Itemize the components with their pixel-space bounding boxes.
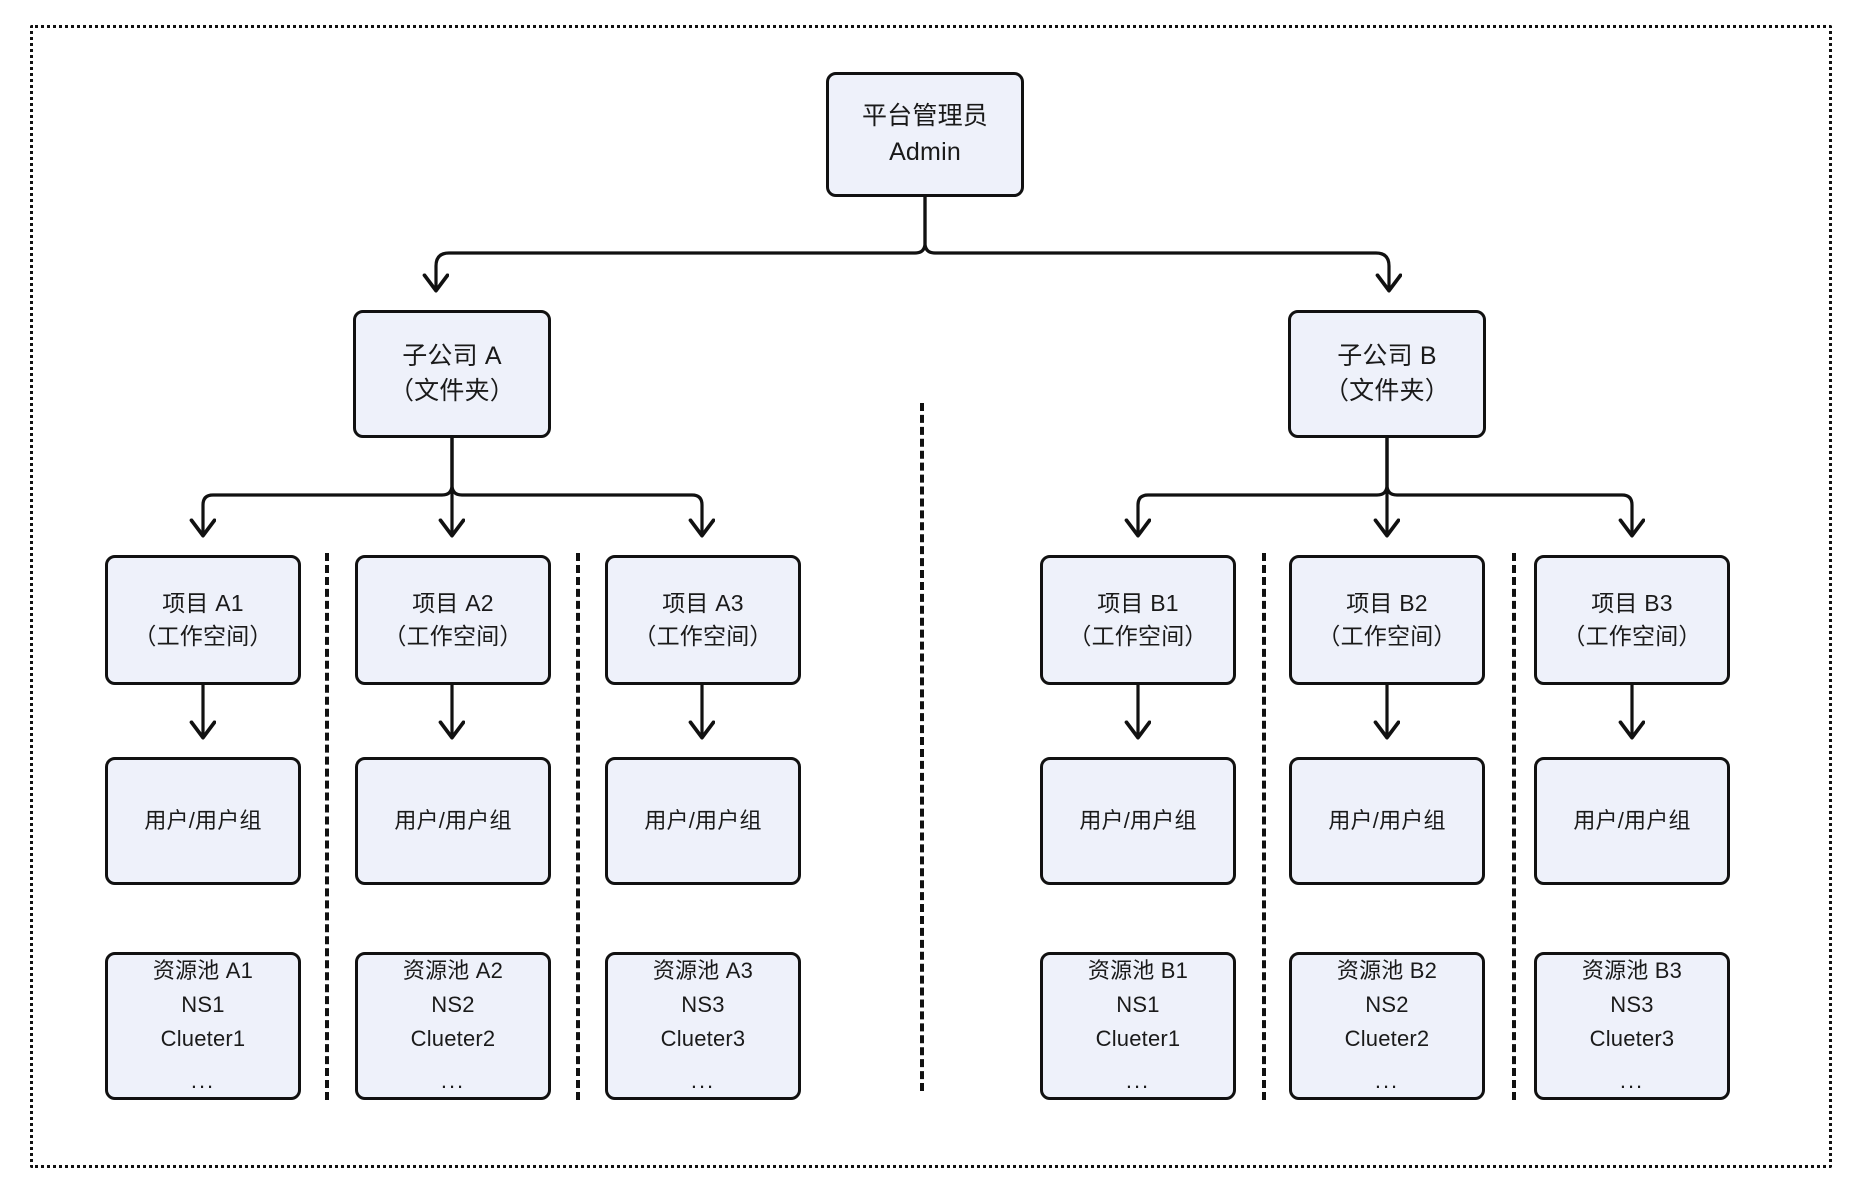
node-resource-pool-a1[interactable]: 资源池 A1 NS1 Clueter1 ... — [105, 952, 301, 1100]
node-users-b2-label: 用户/用户组 — [1328, 808, 1446, 834]
column-separator-b1-b2 — [1262, 553, 1266, 1100]
diagram-outer-frame — [30, 25, 1832, 1168]
node-users-a3[interactable]: 用户/用户组 — [605, 757, 801, 885]
node-resource-pool-a2-line2: NS2 — [431, 991, 475, 1017]
node-company-b-line1: 子公司 B — [1337, 341, 1437, 370]
column-separator-a2-a3 — [576, 553, 580, 1100]
node-resource-pool-a3-line4: ... — [690, 1068, 716, 1094]
node-users-a3-label: 用户/用户组 — [644, 808, 762, 834]
node-company-a-line1: 子公司 A — [402, 341, 502, 370]
node-project-a1[interactable]: 项目 A1 （工作空间） — [105, 555, 301, 685]
node-resource-pool-a2-line3: Clueter2 — [410, 1026, 496, 1051]
node-resource-pool-a2-line1: 资源池 A2 — [402, 957, 504, 983]
node-platform-admin-line2: Admin — [889, 137, 961, 166]
node-resource-pool-b3-line2: NS3 — [1610, 991, 1654, 1017]
node-resource-pool-b3[interactable]: 资源池 B3 NS3 Clueter3 ... — [1534, 952, 1730, 1100]
node-project-b2-line2: （工作空间） — [1317, 623, 1457, 649]
node-resource-pool-b3-line3: Clueter3 — [1589, 1026, 1675, 1051]
group-separator-a-b — [920, 403, 924, 1091]
node-resource-pool-a1-line2: NS1 — [181, 991, 225, 1017]
node-resource-pool-b1-line2: NS1 — [1116, 991, 1160, 1017]
node-project-a2[interactable]: 项目 A2 （工作空间） — [355, 555, 551, 685]
node-users-b1[interactable]: 用户/用户组 — [1040, 757, 1236, 885]
node-project-b2-line1: 项目 B2 — [1346, 590, 1428, 617]
node-platform-admin-line1: 平台管理员 — [861, 102, 988, 130]
node-users-b3-label: 用户/用户组 — [1573, 808, 1691, 834]
node-project-b3-line2: （工作空间） — [1562, 623, 1702, 649]
node-resource-pool-b1-line3: Clueter1 — [1095, 1026, 1181, 1051]
node-project-a2-line2: （工作空间） — [383, 623, 523, 649]
column-separator-a1-a2 — [325, 553, 329, 1100]
node-users-b1-label: 用户/用户组 — [1079, 808, 1197, 834]
node-platform-admin[interactable]: 平台管理员 Admin — [826, 72, 1024, 197]
node-users-b3[interactable]: 用户/用户组 — [1534, 757, 1730, 885]
node-project-b1[interactable]: 项目 B1 （工作空间） — [1040, 555, 1236, 685]
node-company-a[interactable]: 子公司 A （文件夹） — [353, 310, 551, 438]
node-users-a2-label: 用户/用户组 — [394, 808, 512, 834]
node-resource-pool-a3-line3: Clueter3 — [660, 1026, 746, 1051]
node-resource-pool-b1[interactable]: 资源池 B1 NS1 Clueter1 ... — [1040, 952, 1236, 1100]
node-project-a1-line1: 项目 A1 — [162, 590, 244, 617]
node-users-a1-label: 用户/用户组 — [144, 808, 262, 834]
node-resource-pool-b2-line2: NS2 — [1365, 991, 1409, 1017]
node-resource-pool-a3-line1: 资源池 A3 — [652, 957, 754, 983]
node-project-b1-line2: （工作空间） — [1068, 623, 1208, 649]
node-project-b2[interactable]: 项目 B2 （工作空间） — [1289, 555, 1485, 685]
node-resource-pool-a3[interactable]: 资源池 A3 NS3 Clueter3 ... — [605, 952, 801, 1100]
node-users-b2[interactable]: 用户/用户组 — [1289, 757, 1485, 885]
node-project-a2-line1: 项目 A2 — [412, 590, 494, 617]
node-project-a1-line2: （工作空间） — [133, 623, 273, 649]
node-resource-pool-b2-line4: ... — [1374, 1068, 1400, 1094]
node-users-a2[interactable]: 用户/用户组 — [355, 757, 551, 885]
node-company-a-line2: （文件夹） — [388, 377, 515, 405]
node-users-a1[interactable]: 用户/用户组 — [105, 757, 301, 885]
node-resource-pool-a1-line3: Clueter1 — [160, 1026, 246, 1051]
node-resource-pool-b2-line1: 资源池 B2 — [1336, 957, 1438, 983]
node-resource-pool-b3-line4: ... — [1619, 1068, 1645, 1094]
node-resource-pool-b1-line4: ... — [1125, 1068, 1151, 1094]
node-resource-pool-a2[interactable]: 资源池 A2 NS2 Clueter2 ... — [355, 952, 551, 1100]
node-resource-pool-b2[interactable]: 资源池 B2 NS2 Clueter2 ... — [1289, 952, 1485, 1100]
column-separator-b2-b3 — [1512, 553, 1516, 1100]
node-project-b3[interactable]: 项目 B3 （工作空间） — [1534, 555, 1730, 685]
node-project-b1-line1: 项目 B1 — [1097, 590, 1179, 617]
node-project-a3[interactable]: 项目 A3 （工作空间） — [605, 555, 801, 685]
node-company-b[interactable]: 子公司 B （文件夹） — [1288, 310, 1486, 438]
node-resource-pool-a1-line4: ... — [190, 1068, 216, 1094]
node-project-a3-line1: 项目 A3 — [662, 590, 744, 617]
node-resource-pool-b1-line1: 资源池 B1 — [1087, 957, 1189, 983]
node-project-a3-line2: （工作空间） — [633, 623, 773, 649]
node-resource-pool-b2-line3: Clueter2 — [1344, 1026, 1430, 1051]
node-resource-pool-a2-line4: ... — [440, 1068, 466, 1094]
node-project-b3-line1: 项目 B3 — [1591, 590, 1673, 617]
node-company-b-line2: （文件夹） — [1323, 377, 1450, 405]
node-resource-pool-a1-line1: 资源池 A1 — [152, 957, 254, 983]
node-resource-pool-a3-line2: NS3 — [681, 991, 725, 1017]
node-resource-pool-b3-line1: 资源池 B3 — [1581, 957, 1683, 983]
